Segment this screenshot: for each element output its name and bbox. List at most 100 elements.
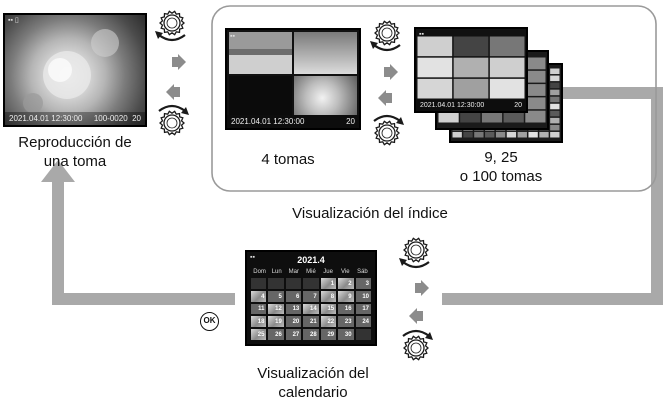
- connector-left-arrowhead: [41, 160, 75, 182]
- calendar-day-cell: 9: [338, 290, 354, 302]
- calendar-caption: Visualización del calendario: [228, 364, 398, 402]
- rotate-arrow-icon: [402, 261, 430, 269]
- dial-inner: [410, 244, 422, 256]
- twentyfive-thumb: [525, 97, 546, 110]
- calendar-day-cell: [251, 278, 267, 289]
- arrow-left-icon: [409, 308, 423, 324]
- calendar-day-cell: 23: [338, 316, 354, 328]
- single-caption-text: Reproducción de una toma: [18, 134, 132, 170]
- hundred-thumb: [550, 103, 560, 110]
- hundred-thumb: [528, 131, 538, 138]
- nine-thumb: [417, 57, 453, 78]
- calendar-day-number: 29: [327, 332, 335, 338]
- calendar-day-cell: 30: [338, 329, 354, 340]
- calendar-day-cell: [285, 278, 302, 289]
- calendar-day-number: 30: [344, 332, 352, 338]
- control-dial-icon: [373, 114, 404, 146]
- calendar-day-cell: 3: [355, 278, 371, 289]
- calendar-day-number: 6: [295, 293, 300, 300]
- arrow-right-icon: [384, 64, 398, 80]
- calendar-day-cell: 16: [338, 303, 354, 315]
- four-counter: 20: [346, 117, 355, 126]
- calendar-day-number: 15: [327, 306, 335, 313]
- control-dial-icon: [155, 10, 186, 42]
- single-playback-screen: ▪▪ ▯ 2021.04.01 12:30:00 100-0020 20: [3, 13, 147, 127]
- nine-thumb: [417, 78, 453, 99]
- control-dial-icon: [399, 237, 430, 269]
- calendar-day-number: 12: [275, 306, 282, 313]
- nine-thumb: [417, 36, 453, 57]
- four-caption: 4 tomas: [261, 151, 315, 168]
- calendar-day-cell: 19: [268, 316, 284, 328]
- index-caption: Visualización del índice: [292, 205, 448, 222]
- calendar-day-number: 13: [292, 306, 300, 313]
- calendar-day-cell: 11: [251, 303, 267, 315]
- dial-center: [163, 114, 181, 132]
- hundred-thumb: [550, 124, 560, 131]
- calendar-day-number: 16: [344, 306, 352, 313]
- hundred-thumb: [485, 131, 495, 138]
- rotate-arrowhead: [181, 107, 189, 115]
- weekday-label: Sáb: [357, 269, 368, 275]
- hundred-thumb: [452, 131, 462, 138]
- weekday-label: Mié: [306, 269, 316, 275]
- nine-thumb: [453, 36, 489, 57]
- many-caption-line1: 9, 25: [484, 149, 518, 166]
- twentyfive-thumb: [460, 110, 481, 123]
- rotate-arrow-icon: [373, 44, 401, 52]
- arrow-left-icon: [378, 90, 392, 106]
- calendar-day-number: 18: [257, 319, 265, 326]
- calendar-day-cell: 26: [268, 329, 284, 340]
- calendar-day-number: 4: [261, 293, 265, 300]
- twentyfive-thumb: [525, 84, 546, 96]
- calendar-day-number: 5: [278, 293, 282, 300]
- calendar-day-number: 14: [310, 306, 317, 313]
- four-status-icons: ▪▪: [230, 33, 235, 40]
- control-dial-icon: [158, 104, 189, 136]
- calendar-day-cell: 21: [303, 316, 319, 328]
- flower-shapes: [23, 29, 119, 113]
- calendar-day-number: 20: [292, 319, 300, 326]
- twentyfive-thumb: [438, 110, 459, 123]
- thumb-sky: [294, 32, 357, 74]
- dial-inner: [381, 27, 393, 39]
- calendar-day-number: 26: [275, 332, 282, 338]
- control-dial-icon: [402, 329, 433, 361]
- calendar-day-number: 2: [348, 280, 352, 287]
- four-datetime: 2021.04.01 12:30:00: [231, 117, 305, 126]
- hundred-thumb: [550, 96, 560, 103]
- calendar-day-number: 23: [344, 319, 352, 326]
- many-caption: 9, 25 o 100 tomas: [446, 148, 556, 186]
- calendar-day-number: 9: [348, 293, 352, 300]
- index-panel: [211, 5, 657, 192]
- hundred-thumb: [550, 68, 560, 75]
- calendar-day-cell: 2: [338, 278, 354, 289]
- arrow-left-icon: [166, 84, 180, 100]
- weekday-label: Mar: [288, 269, 300, 275]
- weekday-label: Vie: [340, 269, 350, 275]
- dial-center: [407, 241, 425, 259]
- twentyfive-thumb: [503, 110, 524, 123]
- nine-thumb: [489, 57, 525, 78]
- calendar-day-number: 10: [362, 293, 369, 300]
- nine-grid: [417, 36, 525, 99]
- calendar-day-number: 28: [310, 332, 317, 338]
- dial-inner: [410, 342, 422, 354]
- datetime-text: 2021.04.01 12:30:00: [9, 114, 83, 123]
- nine-thumb: [453, 57, 489, 78]
- twentyfive-thumb: [525, 110, 546, 123]
- twentyfive-thumb: [481, 110, 503, 123]
- calendar-day-cell: 1: [320, 278, 337, 289]
- calendar-day-number: 17: [362, 306, 369, 313]
- hundred-thumb: [550, 117, 560, 124]
- thumb-dark: [229, 76, 292, 116]
- hundred-thumb: [539, 131, 549, 138]
- hundred-thumb: [495, 131, 506, 138]
- connector-right: [442, 87, 663, 305]
- weekday-label: Lun: [271, 269, 282, 275]
- calendar-day-cell: 27: [285, 329, 302, 340]
- weekday-label: Dom: [253, 269, 266, 275]
- ok-label: OK: [203, 316, 216, 325]
- hundred-thumb: [550, 131, 560, 138]
